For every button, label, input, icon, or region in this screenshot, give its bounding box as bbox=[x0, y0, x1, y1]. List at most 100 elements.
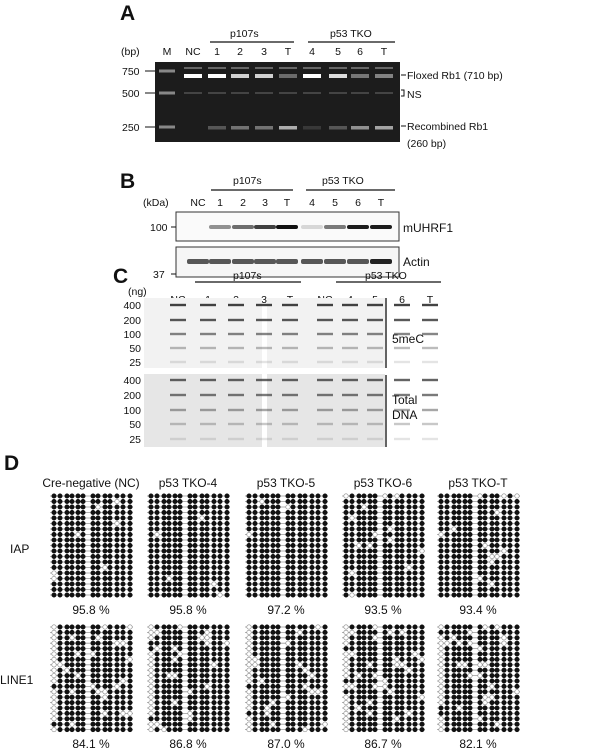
methylated-cpg bbox=[127, 721, 133, 727]
methylated-cpg bbox=[259, 727, 265, 733]
methylated-cpg bbox=[120, 716, 126, 722]
methylated-cpg bbox=[315, 531, 321, 537]
methylated-cpg bbox=[456, 564, 462, 570]
methylated-cpg bbox=[199, 727, 205, 733]
methylated-cpg bbox=[456, 629, 462, 635]
methylated-cpg bbox=[80, 662, 86, 668]
methylated-cpg bbox=[297, 683, 303, 689]
unmethylated-cpg bbox=[438, 721, 444, 727]
methylated-cpg bbox=[322, 646, 328, 652]
5mec-dot bbox=[200, 360, 216, 364]
methylated-cpg bbox=[482, 656, 488, 662]
methylated-cpg bbox=[290, 520, 296, 526]
locus-label-iap: IAP bbox=[10, 542, 29, 556]
methylated-cpg bbox=[315, 586, 321, 592]
methylated-cpg bbox=[120, 509, 126, 515]
methylated-cpg bbox=[372, 548, 378, 554]
methylated-cpg bbox=[387, 683, 393, 689]
methylated-cpg bbox=[501, 515, 507, 521]
methylated-cpg bbox=[462, 531, 468, 537]
methylated-cpg bbox=[161, 694, 167, 700]
methylated-cpg bbox=[372, 564, 378, 570]
recombined-band bbox=[303, 126, 321, 130]
methylated-cpg bbox=[264, 640, 270, 646]
methylated-cpg bbox=[514, 727, 520, 733]
methylated-cpg bbox=[75, 493, 81, 499]
methylated-cpg bbox=[507, 651, 513, 657]
methylated-cpg bbox=[69, 509, 75, 515]
unmethylated-cpg bbox=[302, 683, 308, 689]
methylated-cpg bbox=[166, 526, 172, 532]
unmethylated-cpg bbox=[246, 667, 252, 673]
5mec-dot bbox=[256, 332, 272, 336]
methylated-cpg bbox=[199, 537, 205, 543]
methylated-cpg bbox=[204, 493, 210, 499]
methylated-cpg bbox=[275, 727, 281, 733]
methylated-cpg bbox=[120, 694, 126, 700]
methylated-cpg bbox=[252, 721, 258, 727]
methylated-cpg bbox=[356, 515, 362, 521]
methylated-cpg bbox=[489, 656, 495, 662]
methylated-cpg bbox=[252, 716, 258, 722]
methylated-cpg bbox=[514, 640, 520, 646]
methylation-percent: 93.4 % bbox=[459, 603, 497, 617]
unmethylated-cpg bbox=[438, 646, 444, 652]
methylated-cpg bbox=[462, 586, 468, 592]
methylated-cpg bbox=[177, 548, 183, 554]
methylated-cpg bbox=[501, 710, 507, 716]
methylated-cpg bbox=[482, 531, 488, 537]
methylated-cpg bbox=[161, 553, 167, 559]
methylated-cpg bbox=[259, 624, 265, 630]
methylated-cpg bbox=[69, 646, 75, 652]
methylated-cpg bbox=[394, 581, 400, 587]
methylated-cpg bbox=[361, 640, 367, 646]
unmethylated-cpg bbox=[246, 651, 252, 657]
methylated-cpg bbox=[394, 559, 400, 565]
methylated-cpg bbox=[501, 683, 507, 689]
methylated-cpg bbox=[102, 640, 108, 646]
methylated-cpg bbox=[501, 559, 507, 565]
unmethylated-cpg bbox=[343, 673, 349, 679]
methylated-cpg bbox=[367, 537, 373, 543]
methylated-cpg bbox=[315, 520, 321, 526]
unmethylated-cpg bbox=[489, 683, 495, 689]
methylated-cpg bbox=[154, 662, 160, 668]
unmethylated-cpg bbox=[438, 640, 444, 646]
methylated-cpg bbox=[275, 700, 281, 706]
unmethylated-cpg bbox=[482, 542, 488, 548]
methylated-cpg bbox=[114, 537, 120, 543]
methylated-cpg bbox=[290, 667, 296, 673]
methylated-cpg bbox=[451, 689, 457, 695]
methylated-cpg bbox=[467, 700, 473, 706]
total-dna-dot bbox=[367, 378, 383, 382]
methylated-cpg bbox=[394, 689, 400, 695]
methylated-cpg bbox=[406, 548, 412, 554]
bisulfite-clone-plot bbox=[147, 624, 230, 733]
methylated-cpg bbox=[444, 635, 450, 641]
methylated-cpg bbox=[75, 629, 81, 635]
methylated-cpg bbox=[90, 700, 96, 706]
total-dna-dot bbox=[170, 393, 186, 397]
methylated-cpg bbox=[419, 716, 425, 722]
unmethylated-cpg bbox=[343, 656, 349, 662]
methylated-cpg bbox=[75, 694, 81, 700]
methylated-cpg bbox=[406, 559, 412, 565]
methylated-cpg bbox=[285, 635, 291, 641]
amount-label: 25 bbox=[129, 357, 141, 369]
methylated-cpg bbox=[127, 592, 133, 598]
methylated-cpg bbox=[204, 678, 210, 684]
methylated-cpg bbox=[467, 575, 473, 581]
methylated-cpg bbox=[456, 694, 462, 700]
methylated-cpg bbox=[264, 498, 270, 504]
methylated-cpg bbox=[343, 526, 349, 532]
methylated-cpg bbox=[387, 710, 393, 716]
methylated-cpg bbox=[489, 531, 495, 537]
methylated-cpg bbox=[192, 586, 198, 592]
unmethylated-cpg bbox=[349, 592, 355, 598]
methylated-cpg bbox=[394, 667, 400, 673]
methylated-cpg bbox=[494, 683, 500, 689]
total-dna-dot bbox=[317, 378, 333, 382]
methylated-cpg bbox=[172, 689, 178, 695]
total-dna-dot bbox=[367, 408, 383, 412]
methylated-cpg bbox=[161, 673, 167, 679]
